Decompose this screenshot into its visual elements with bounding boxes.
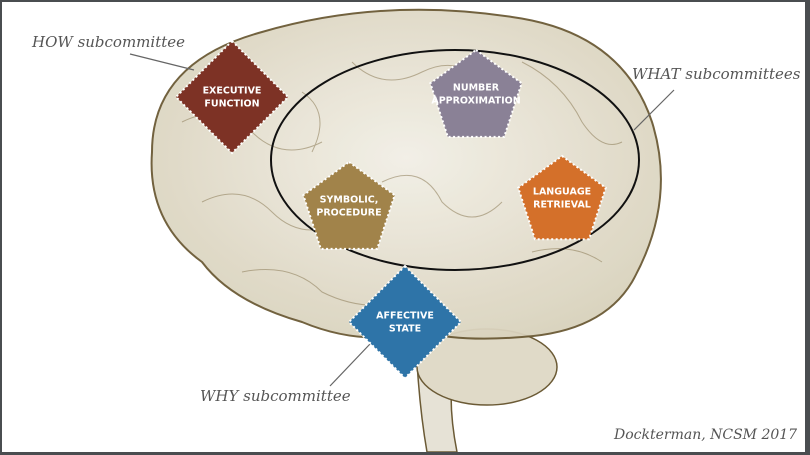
how-leader-line xyxy=(129,53,195,71)
affective-state-label-line: AFFECTIVE xyxy=(376,311,434,322)
executive-function-diamond xyxy=(174,39,290,155)
language-retrieval-label-line: LANGUAGE xyxy=(533,187,591,198)
executive-function-label-line: EXECUTIVE xyxy=(203,86,262,97)
executive-function-label-line: FUNCTION xyxy=(204,99,259,110)
what-subcommittees-label: WHAT subcommittees xyxy=(632,65,801,83)
number-approximation-region: NUMBER APPROXIMATION xyxy=(429,48,523,138)
symbolic-procedure-label-line: SYMBOLIC, xyxy=(320,195,379,206)
executive-function-region: EXECUTIVE FUNCTION xyxy=(174,39,290,155)
symbolic-procedure-pentagon xyxy=(302,160,396,250)
number-approximation-label-line: APPROXIMATION xyxy=(431,96,520,107)
why-subcommittee-label: WHY subcommittee xyxy=(200,387,351,405)
number-approximation-label-line: NUMBER xyxy=(453,83,500,94)
language-retrieval-region: LANGUAGE RETRIEVAL xyxy=(517,154,607,241)
affective-state-region: AFFECTIVE STATE xyxy=(347,264,463,380)
what-ellipse xyxy=(270,49,640,271)
credit-label: Dockterman, NCSM 2017 xyxy=(614,427,798,443)
symbolic-procedure-region: SYMBOLIC, PROCEDURE xyxy=(302,160,396,250)
language-retrieval-label-line: RETRIEVAL xyxy=(533,200,591,211)
affective-state-label-line: STATE xyxy=(389,324,421,335)
why-leader-line xyxy=(329,343,371,387)
symbolic-procedure-label-line: PROCEDURE xyxy=(316,208,381,219)
number-approximation-pentagon xyxy=(429,48,523,138)
how-subcommittee-label: HOW subcommittee xyxy=(32,33,186,51)
language-retrieval-pentagon xyxy=(517,154,607,241)
what-leader-line xyxy=(633,89,675,131)
affective-state-diamond xyxy=(347,264,463,380)
